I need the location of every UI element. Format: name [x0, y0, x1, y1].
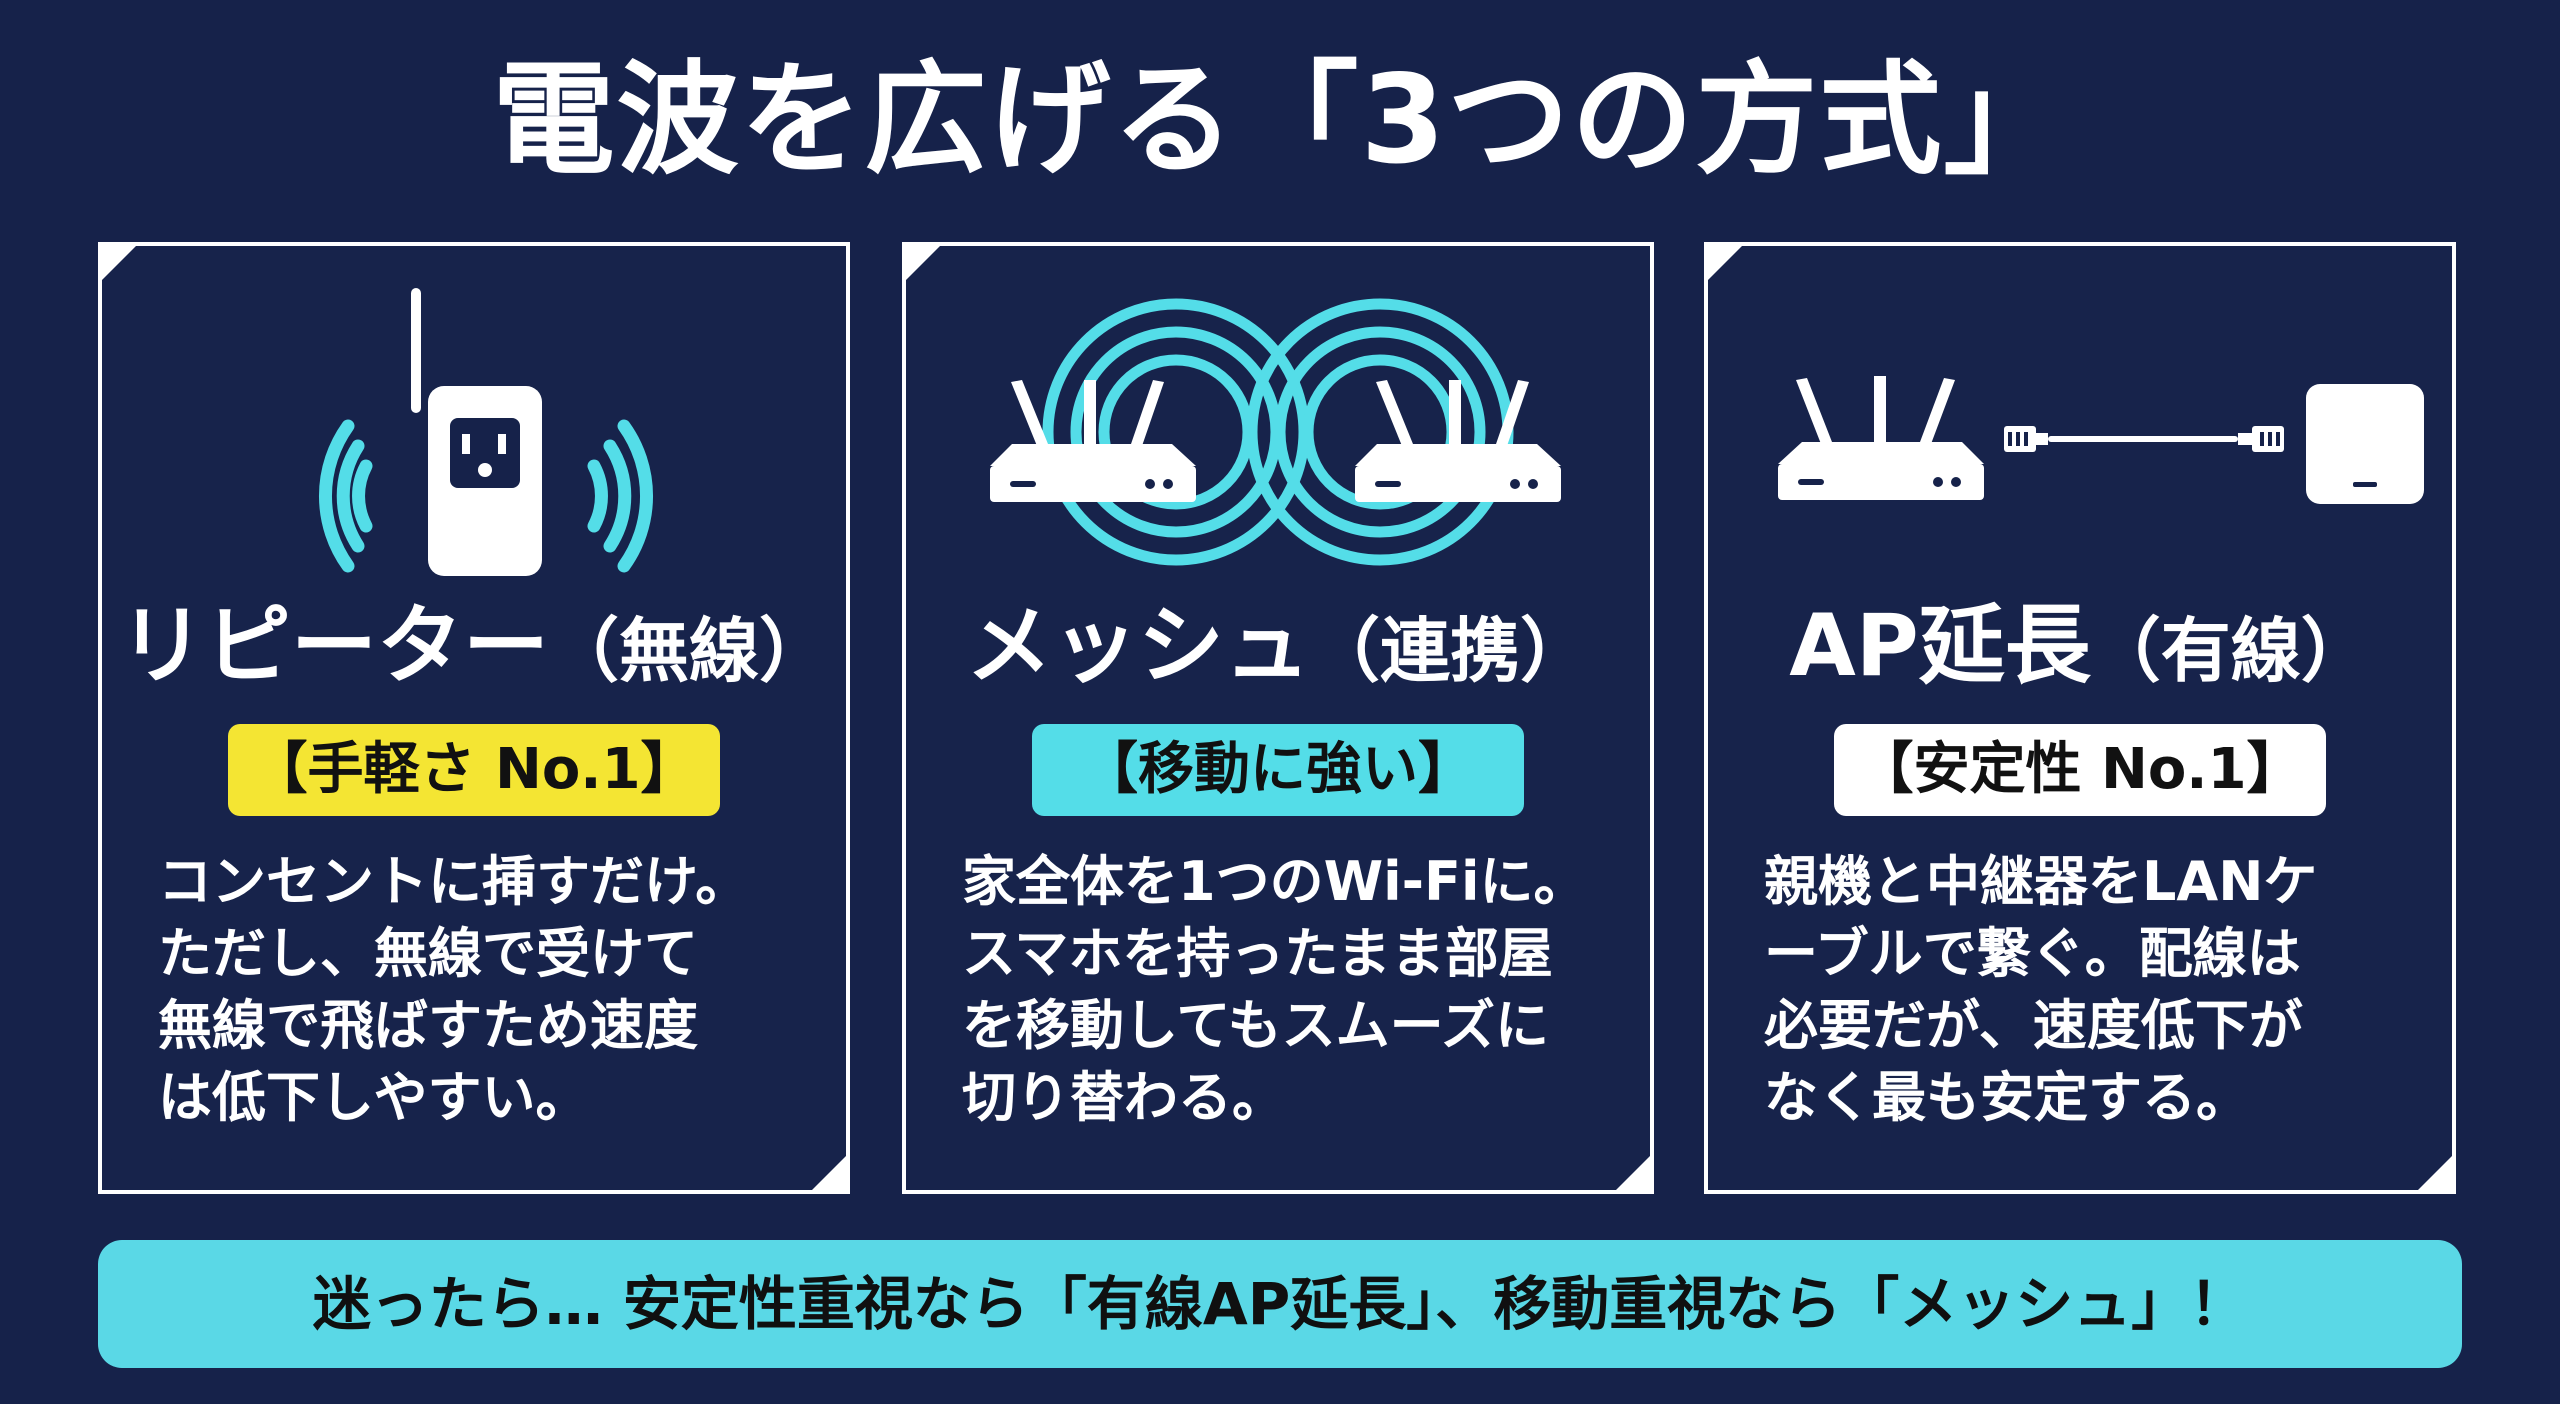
wired-ap-icon	[1778, 376, 2424, 504]
card-description: 親機と中継器をLANケ ーブルで繋ぐ。配線は 必要だが、速度低下が なく最も安定…	[1764, 850, 2318, 1129]
footer-recommendation: 迷ったら… 安定性重視なら「有線AP延長」、移動重視なら「メッシュ」！	[98, 1240, 2462, 1368]
card-repeater: リピーター（無線） 【手軽さ No.1】 コンセントに挿すだけ。 ただし、無線で…	[98, 242, 850, 1194]
card-title: AP延長（有線）	[1789, 596, 2371, 696]
card-mesh: メッシュ（連携） 【移動に強い】 家全体を1つのWi-Fiに。 スマホを持ったま…	[902, 242, 1654, 1194]
card-description: 家全体を1つのWi-Fiに。 スマホを持ったまま部屋 を移動してもスムーズに 切…	[962, 850, 1588, 1129]
mesh-routers-icon	[990, 298, 1561, 566]
repeater-icon	[319, 288, 653, 576]
card-title: リピーター（無線）	[119, 596, 829, 696]
card-title: メッシュ（連携）	[966, 596, 1590, 696]
page-title: 電波を広げる「3つの方式」	[492, 49, 2068, 191]
badge-stability: 【安定性 No.1】	[1834, 724, 2326, 816]
card-description: コンセントに挿すだけ。 ただし、無線で受けて 無線で飛ばすため速度 は低下しやす…	[158, 850, 750, 1129]
card-ap-extension: AP延長（有線） 【安定性 No.1】 親機と中継器をLANケ ーブルで繋ぐ。配…	[1704, 242, 2456, 1194]
badge-ease: 【手軽さ No.1】	[228, 724, 720, 816]
badge-mobility: 【移動に強い】	[1032, 724, 1524, 816]
